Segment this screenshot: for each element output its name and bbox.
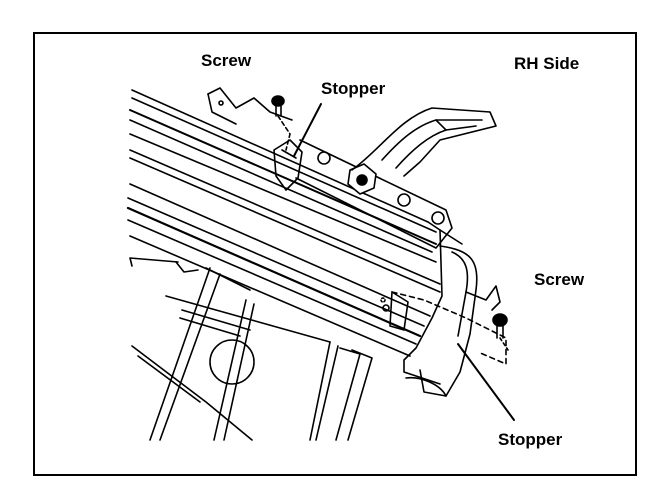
screw-top-label: Screw (201, 51, 252, 70)
stopper-bottom-label: Stopper (498, 430, 563, 449)
stopper-top-label: Stopper (321, 79, 386, 98)
top-plate (207, 87, 293, 125)
lower-housing (405, 245, 501, 397)
lower-rail (335, 347, 373, 441)
curved-arm (351, 107, 497, 177)
illustration-frame (33, 32, 637, 476)
leader-lines (293, 103, 515, 421)
side-label: RH Side (514, 54, 580, 73)
screw-right-label: Screw (534, 270, 585, 289)
rail-body (126, 89, 463, 385)
screw-top-part (271, 95, 291, 151)
screw-right-part (492, 313, 509, 351)
stopper-bottom-part (380, 291, 507, 365)
bracket-plate (295, 139, 453, 249)
platen-grid (129, 257, 339, 441)
